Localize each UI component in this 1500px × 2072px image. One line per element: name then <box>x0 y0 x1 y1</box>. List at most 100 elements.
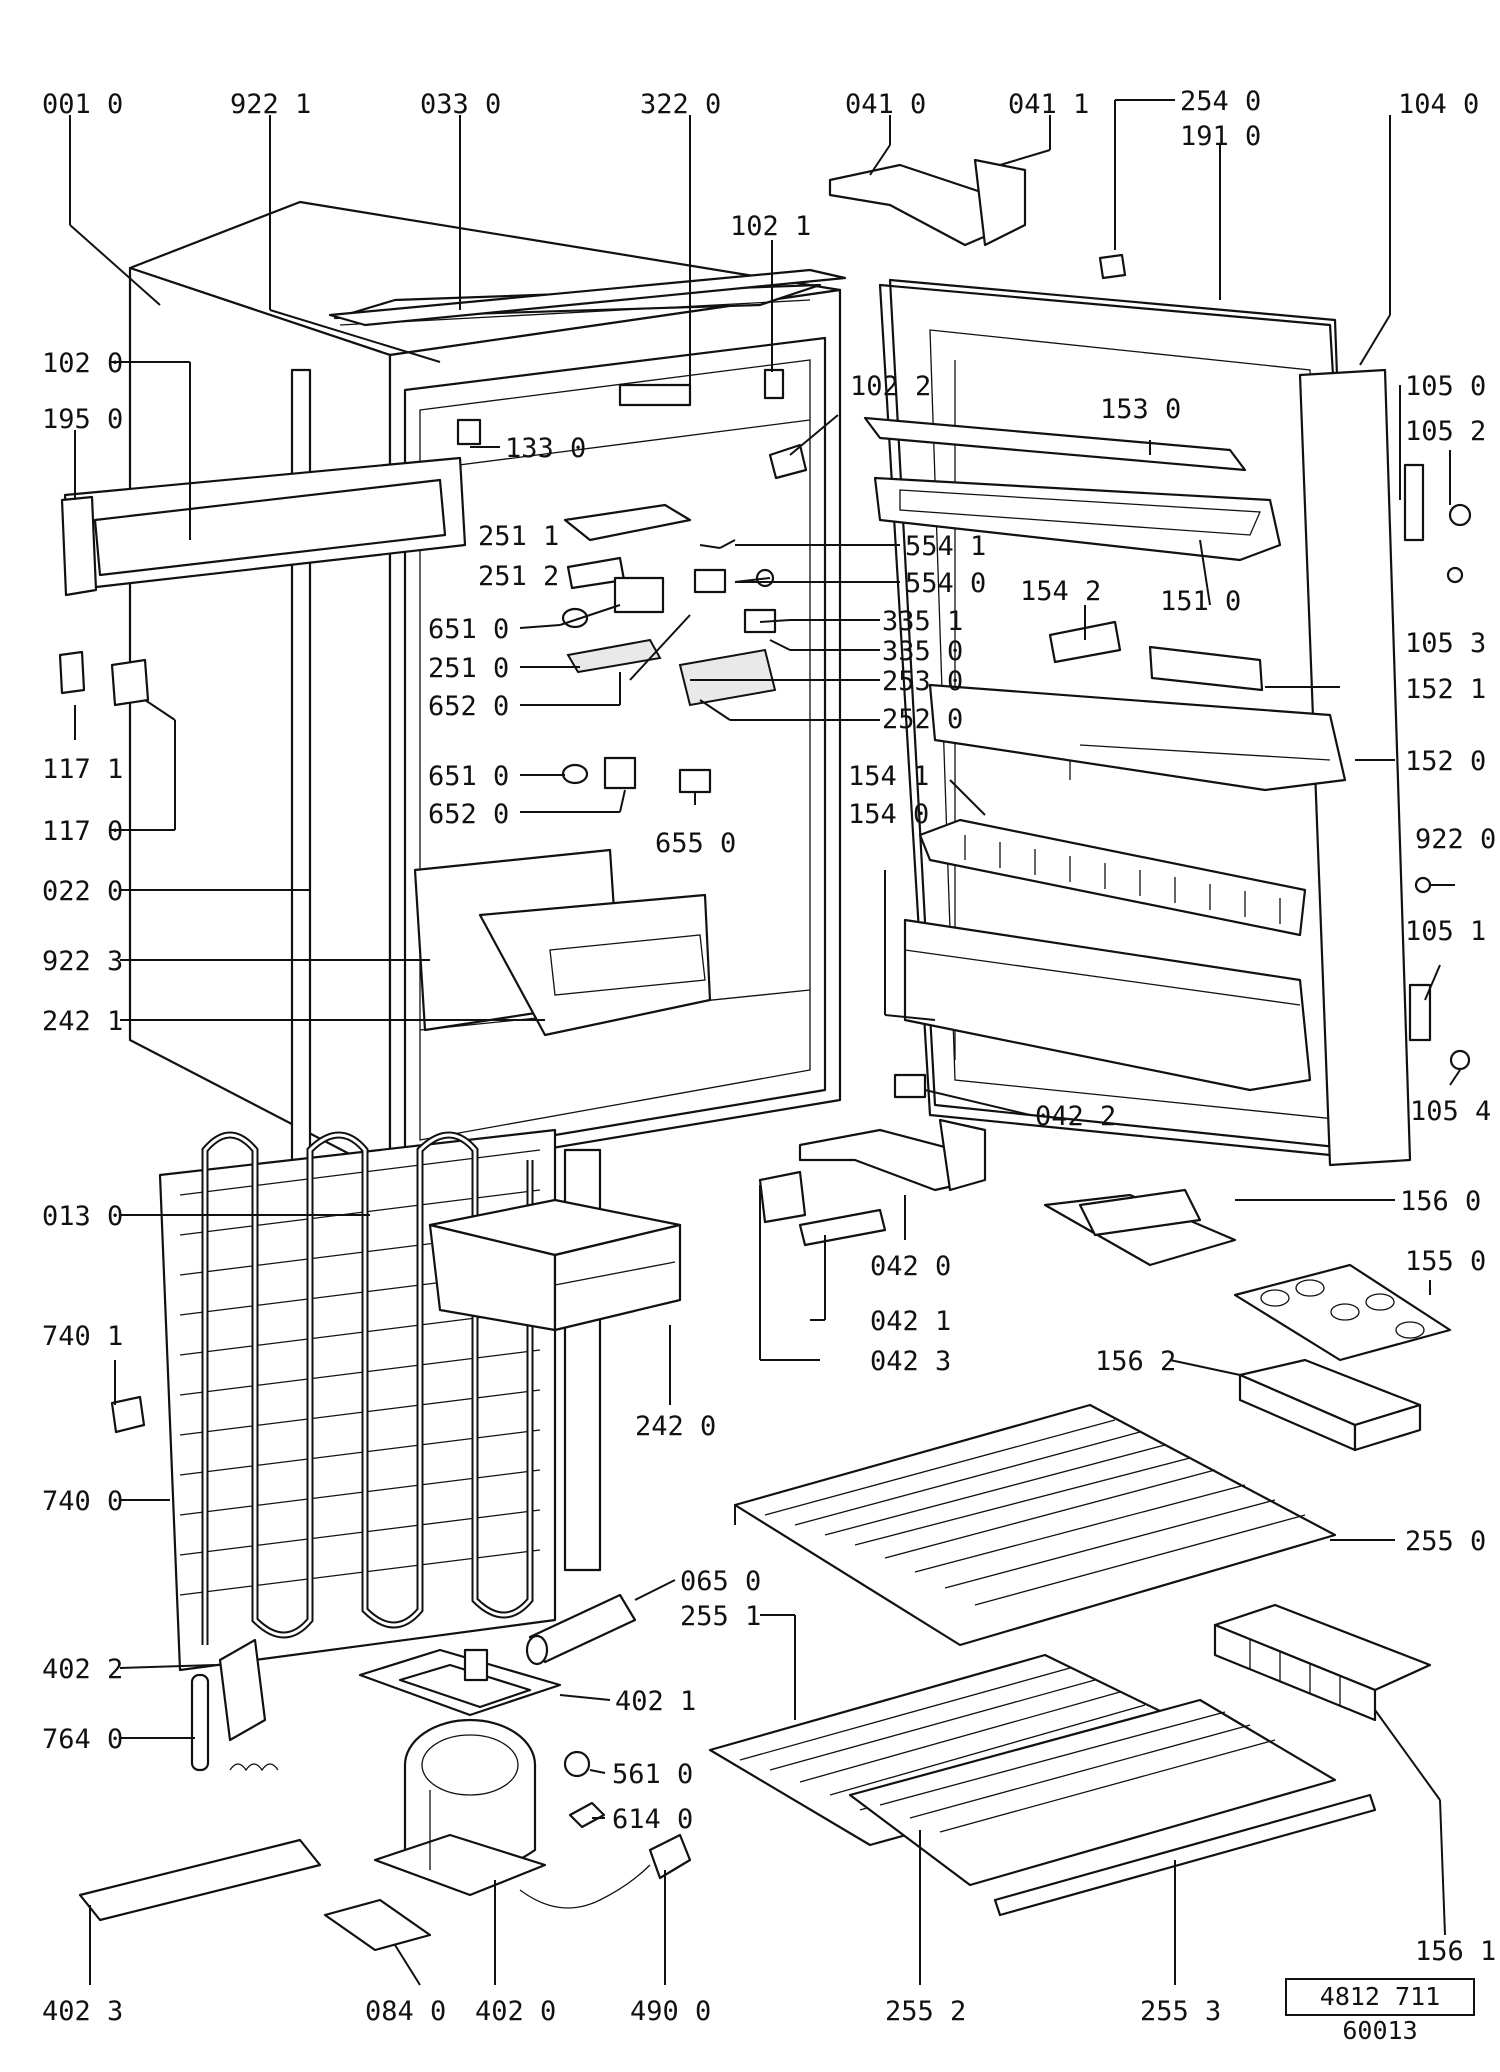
callout-042-1: 042 1 <box>870 1306 951 1337</box>
callout-001-0: 001 0 <box>42 89 123 120</box>
callout-041-0: 041 0 <box>845 89 926 120</box>
callout-251-0: 251 0 <box>428 653 509 684</box>
spacer-tube <box>525 1593 637 1666</box>
callout-402-1: 402 1 <box>615 1686 696 1717</box>
callout-255-2: 255 2 <box>885 1996 966 2027</box>
bottom-hinge <box>798 1118 987 1192</box>
cap-254 <box>1098 253 1127 280</box>
callout-041-1: 041 1 <box>1008 89 1089 120</box>
callout-155-0: 155 0 <box>1405 1246 1486 1277</box>
callout-042-3: 042 3 <box>870 1346 951 1377</box>
callout-242-0: 242 0 <box>635 1411 716 1442</box>
shelf-255-0 <box>733 1403 1337 1647</box>
drip-tray <box>428 1198 682 1332</box>
clip-117 <box>58 650 86 695</box>
document-number-box: 4812 711 60013 <box>1285 1978 1475 2045</box>
freezer-compartment <box>413 848 712 1037</box>
door-shelf-153 <box>863 416 1247 472</box>
callout-554-0: 554 0 <box>905 568 986 599</box>
callout-042-2: 042 2 <box>1035 1101 1116 1132</box>
callout-156-1: 156 1 <box>1415 1936 1496 1967</box>
clip <box>110 1395 146 1434</box>
callout-152-1: 152 1 <box>1405 674 1486 705</box>
callout-402-2: 402 2 <box>42 1654 123 1685</box>
bottle-rack-154-1 <box>918 818 1307 937</box>
callout-322-0: 322 0 <box>640 89 721 120</box>
relay-cap <box>563 1750 591 1778</box>
callout-561-0: 561 0 <box>612 1759 693 1790</box>
callout-105-3: 105 3 <box>1405 628 1486 659</box>
callout-255-1: 255 1 <box>680 1601 761 1632</box>
callout-156-2: 156 2 <box>1095 1346 1176 1377</box>
callout-402-3: 402 3 <box>42 1996 123 2027</box>
shelf-255-2 <box>848 1698 1337 1887</box>
callout-033-0: 033 0 <box>420 89 501 120</box>
callout-156-0: 156 0 <box>1400 1186 1481 1217</box>
callout-133-0: 133 0 <box>505 433 586 464</box>
callout-labels: 001 0 922 1 033 0 322 0 041 0 041 1 254 … <box>42 86 1496 2027</box>
callout-022-0: 022 0 <box>42 876 123 907</box>
butter-lid-154-2 <box>1048 620 1122 664</box>
callout-922-0: 922 0 <box>1415 824 1496 855</box>
callout-065-0: 065 0 <box>680 1566 761 1597</box>
callout-153-0: 153 0 <box>1100 394 1181 425</box>
callout-922-3: 922 3 <box>42 946 123 977</box>
callout-195-0: 195 0 <box>42 404 123 435</box>
leader-lines <box>69 99 1461 1986</box>
callout-651-0-b: 651 0 <box>428 761 509 792</box>
callout-255-3: 255 3 <box>1140 1996 1221 2027</box>
callout-254-0: 254 0 <box>1180 86 1261 117</box>
callout-013-0: 013 0 <box>42 1201 123 1232</box>
mains-plug <box>519 1833 692 1909</box>
callout-105-4: 105 4 <box>1410 1096 1491 1127</box>
top-hinge <box>828 158 1027 247</box>
callout-252-0: 252 0 <box>882 704 963 735</box>
callout-102-1: 102 1 <box>730 211 811 242</box>
callout-152-0: 152 0 <box>1405 746 1486 777</box>
top-trim-strip <box>328 268 847 327</box>
callout-105-0: 105 0 <box>1405 371 1486 402</box>
filter-drier <box>190 1638 279 1772</box>
egg-tray-155-0 <box>1233 1263 1452 1362</box>
callout-105-2: 105 2 <box>1405 416 1486 447</box>
box-156-2 <box>1238 1358 1422 1452</box>
callout-253-0: 253 0 <box>882 666 963 697</box>
callout-117-1: 117 1 <box>42 754 123 785</box>
hinge-cover-042-2 <box>893 1073 927 1099</box>
callout-652-0-b: 652 0 <box>428 799 509 830</box>
callout-154-2: 154 2 <box>1020 576 1101 607</box>
callout-614-0: 614 0 <box>612 1804 693 1835</box>
mounting-foot <box>323 1898 432 1952</box>
callout-402-0: 402 0 <box>475 1996 556 2027</box>
callout-651-0-a: 651 0 <box>428 614 509 645</box>
document-number: 4812 711 60013 <box>1319 1982 1441 2045</box>
callout-154-0: 154 0 <box>848 799 929 830</box>
callout-084-0: 084 0 <box>365 1996 446 2027</box>
hinge-spacer-042-3 <box>758 1170 807 1224</box>
callout-104-0: 104 0 <box>1398 89 1479 120</box>
callout-922-1: 922 1 <box>230 89 311 120</box>
callout-102-0: 102 0 <box>42 348 123 379</box>
callout-191-0: 191 0 <box>1180 121 1261 152</box>
mounting-rail <box>78 1838 322 1922</box>
callout-102-2: 102 2 <box>850 371 931 402</box>
callout-740-1: 740 1 <box>42 1321 123 1352</box>
callout-042-0: 042 0 <box>870 1251 951 1282</box>
callout-105-1: 105 1 <box>1405 916 1486 947</box>
hinge-plate-042-1 <box>798 1208 887 1247</box>
callout-740-0: 740 0 <box>42 1486 123 1517</box>
start-relay <box>568 1801 606 1829</box>
callout-335-0: 335 0 <box>882 636 963 667</box>
callout-554-1: 554 1 <box>905 531 986 562</box>
ice-box-156-1 <box>1213 1603 1432 1722</box>
callout-255-0: 255 0 <box>1405 1526 1486 1557</box>
callout-490-0: 490 0 <box>630 1996 711 2027</box>
callout-151-0: 151 0 <box>1160 586 1241 617</box>
bottle-shelf-154-0 <box>903 918 1312 1092</box>
callout-251-1: 251 1 <box>478 521 559 552</box>
cover-117 <box>110 658 150 707</box>
callout-242-1: 242 1 <box>42 1006 123 1037</box>
callout-764-0: 764 0 <box>42 1724 123 1755</box>
